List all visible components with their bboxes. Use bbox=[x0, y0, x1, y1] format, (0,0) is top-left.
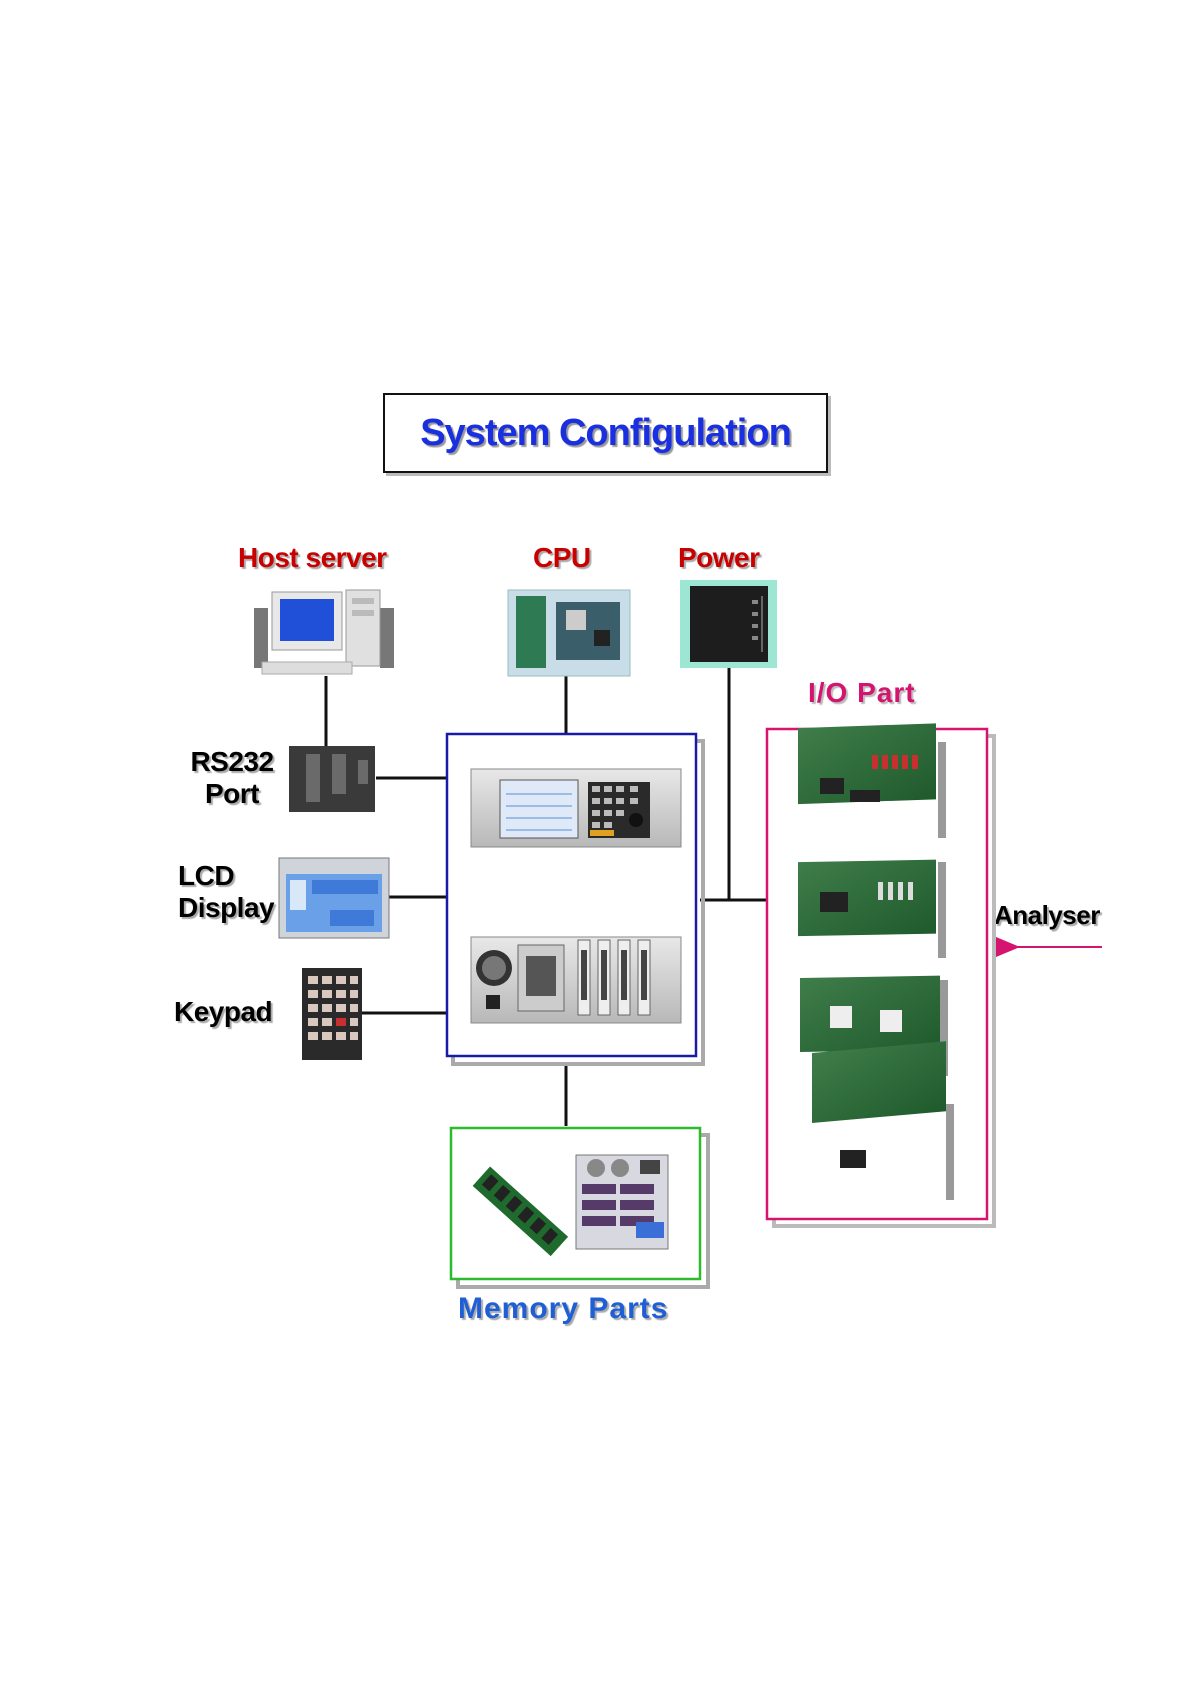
main-rack-display-unit bbox=[471, 769, 681, 847]
memory-parts-box bbox=[451, 1128, 708, 1287]
power-supply-image bbox=[680, 580, 777, 668]
io-part-box bbox=[767, 723, 994, 1226]
lcd-display-image bbox=[279, 858, 389, 938]
host-server-image bbox=[254, 590, 394, 674]
rs232-port-image bbox=[289, 746, 375, 812]
memory-board-image bbox=[576, 1155, 668, 1249]
main-unit-box bbox=[447, 734, 703, 1064]
main-rack-chassis-unit bbox=[471, 937, 681, 1023]
keypad-image bbox=[302, 968, 362, 1060]
cpu-board-image bbox=[508, 590, 630, 676]
